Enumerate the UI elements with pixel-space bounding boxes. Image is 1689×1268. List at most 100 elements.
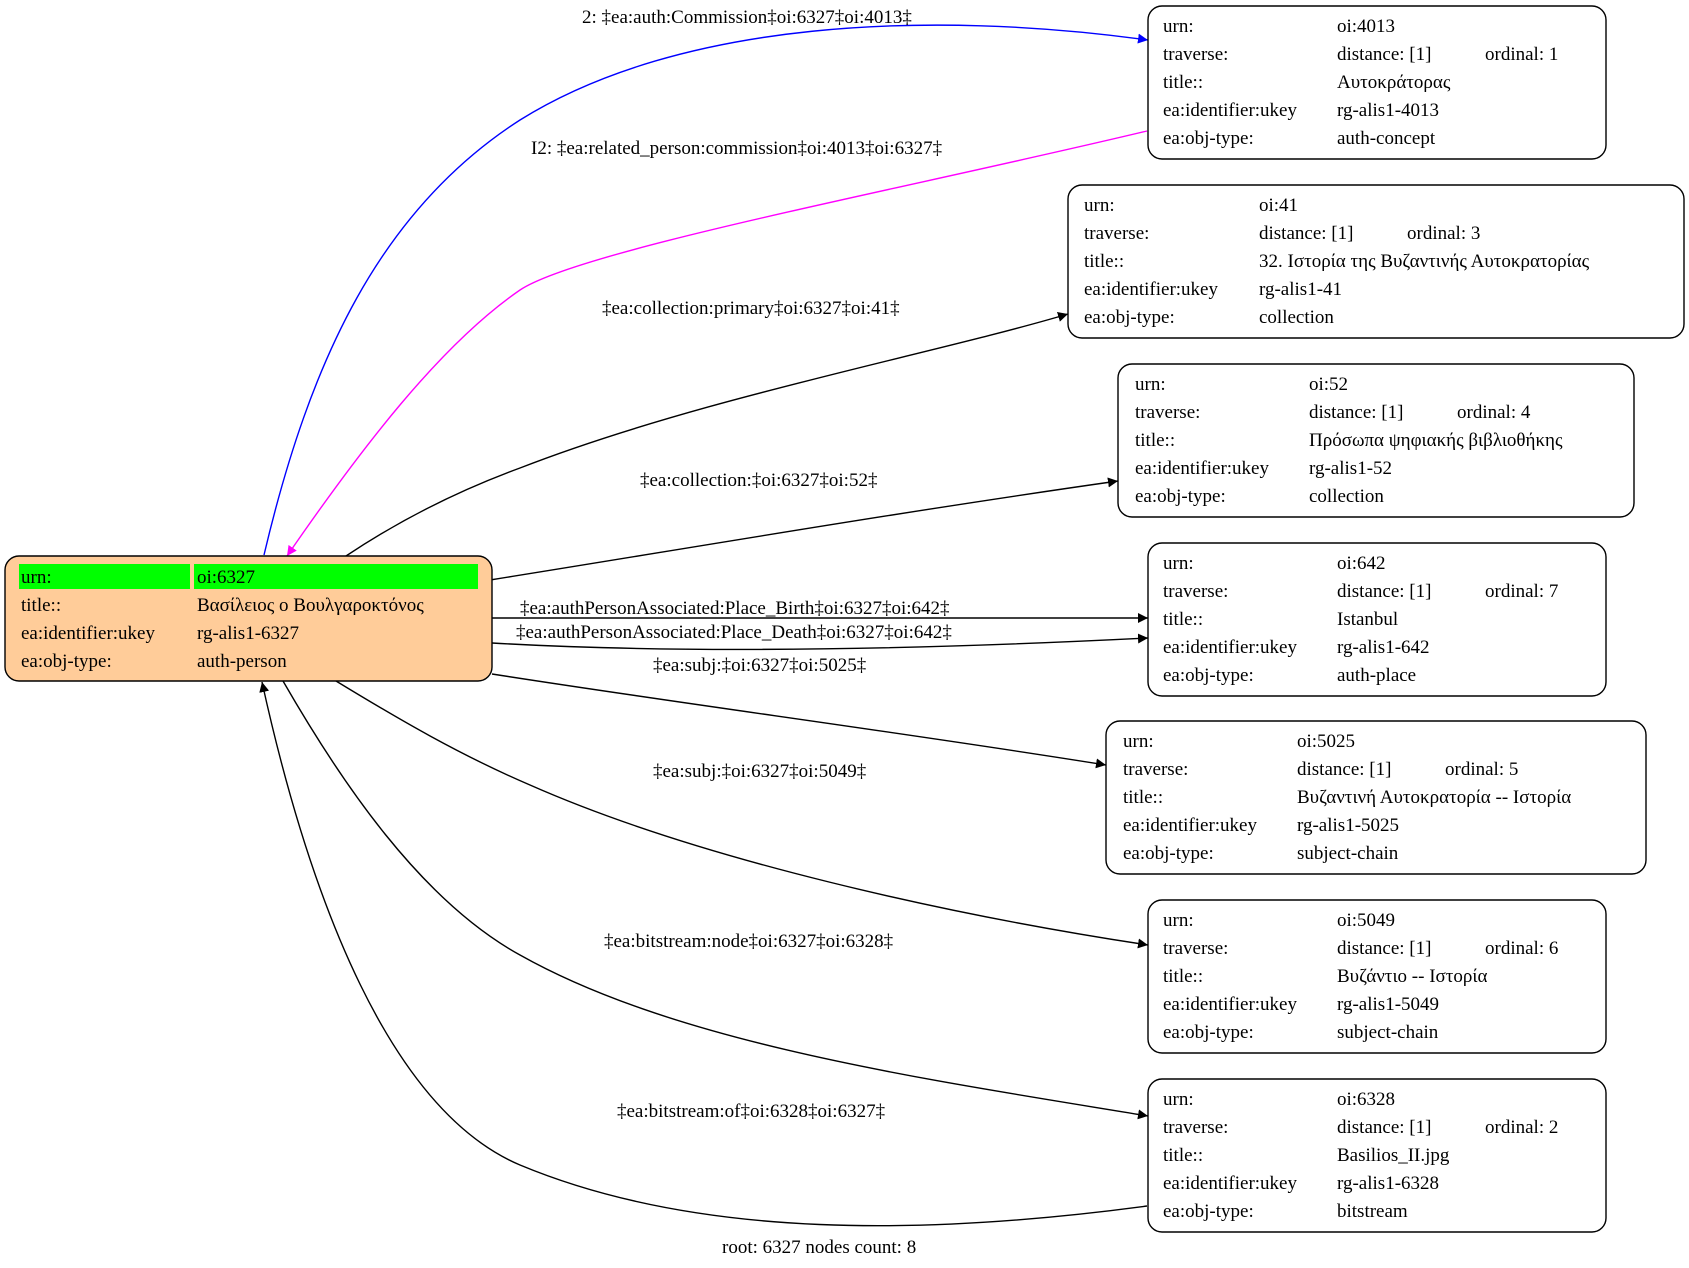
node-title-key: title::: [1123, 787, 1163, 808]
node-ukey-value: rg-alis1-5049: [1337, 994, 1439, 1015]
node-title-value: Βυζαντινή Αυτοκρατορία -- Ιστορία: [1297, 787, 1571, 808]
edge-label-subj-5025: ‡ea:subj:‡oi:6327‡oi:5025‡: [653, 655, 866, 676]
node-objtype-value: bitstream: [1337, 1201, 1408, 1222]
node-urn-value: oi:41: [1259, 195, 1298, 216]
node-ukey-value: rg-alis1-642: [1337, 637, 1430, 658]
node-ukey-value: rg-alis1-5025: [1297, 815, 1399, 836]
node-urn-value: oi:5049: [1337, 910, 1395, 931]
node-urn-key: urn:: [1084, 195, 1115, 216]
root-urn-value: oi:6327: [197, 567, 255, 588]
node-ukey-value: rg-alis1-41: [1259, 279, 1342, 300]
edge-bitstream-of: [259, 681, 1148, 1227]
node-traverse-value: distance: [1]: [1337, 581, 1431, 602]
node-traverse-key: traverse:: [1123, 759, 1188, 780]
node-title-key: title::: [1135, 430, 1175, 451]
node-box: [1117, 363, 1635, 518]
node-urn-value: oi:5025: [1297, 731, 1355, 752]
node-title-value: Αυτοκράτορας: [1337, 72, 1451, 93]
node-traverse-value: distance: [1]: [1297, 759, 1391, 780]
node-box: [1067, 184, 1685, 339]
root-node[interactable]: urn: oi:6327 title:: Βασίλειος ο Βουλγαρ…: [4, 555, 493, 682]
graph-caption: root: 6327 nodes count: 8: [722, 1237, 916, 1258]
node-ordinal-value: ordinal: 3: [1407, 223, 1480, 244]
node-ukey-key: ea:identifier:ukey: [1163, 637, 1297, 658]
node-ordinal-value: ordinal: 2: [1485, 1117, 1558, 1138]
node-ukey-key: ea:identifier:ukey: [1163, 100, 1297, 121]
node-ukey-key: ea:identifier:ukey: [1084, 279, 1218, 300]
node-objtype-key: ea:obj-type:: [1135, 486, 1226, 507]
node-urn-value: oi:52: [1309, 374, 1348, 395]
node-urn-key: urn:: [1163, 16, 1194, 37]
edge-collection: [489, 477, 1119, 581]
node-objtype-key: ea:obj-type:: [1163, 665, 1254, 686]
node-traverse-value: distance: [1]: [1337, 44, 1431, 65]
node-urn-key: urn:: [1135, 374, 1166, 395]
node-title-value: 32. Ιστορία της Βυζαντινής Αυτοκρατορίας: [1259, 251, 1590, 272]
node-box: [1105, 720, 1647, 875]
node-box: [1147, 899, 1607, 1054]
node-objtype-value: auth-concept: [1337, 128, 1436, 149]
node-urn-key: urn:: [1163, 1089, 1194, 1110]
node-ordinal-value: ordinal: 4: [1457, 402, 1531, 423]
root-ukey-key: ea:identifier:ukey: [21, 623, 155, 644]
edge-label-auth-commission: 2: ‡ea:auth:Commission‡oi:6327‡oi:4013‡: [582, 7, 912, 28]
node-box: [1147, 542, 1607, 697]
edge-bitstream-node: [282, 680, 1149, 1120]
root-urn-value-highlight: [194, 564, 478, 589]
edge-label-related-person-commission: I2: ‡ea:related_person:commission‡oi:401…: [531, 138, 942, 159]
node-ukey-value: rg-alis1-6328: [1337, 1173, 1439, 1194]
node-title-key: title::: [1084, 251, 1124, 272]
edge-auth-commission: [263, 24, 1149, 556]
node-urn-key: urn:: [1123, 731, 1154, 752]
node-urn-value: oi:4013: [1337, 16, 1395, 37]
edge-collection-primary: [345, 312, 1069, 557]
root-objtype-value: auth-person: [197, 651, 287, 672]
node-oi-5049[interactable]: urn: oi:5049 traverse: distance: [1] ordinal…: [1147, 899, 1607, 1054]
node-traverse-value: distance: [1]: [1337, 938, 1431, 959]
node-oi-6328[interactable]: urn: oi:6328 traverse: distance: [1] ordinal…: [1147, 1078, 1607, 1233]
node-traverse-value: distance: [1]: [1309, 402, 1403, 423]
node-title-value: Istanbul: [1337, 609, 1398, 630]
edge-subj-5049: [335, 680, 1149, 949]
child-nodes: urn: oi:4013 traverse: distance: [1] ordinal…: [1067, 5, 1685, 1233]
node-objtype-value: collection: [1309, 486, 1384, 507]
node-title-key: title::: [1163, 966, 1203, 987]
node-title-value: Βυζάντιο -- Ιστορία: [1337, 966, 1488, 987]
node-ukey-key: ea:identifier:ukey: [1135, 458, 1269, 479]
node-ukey-key: ea:identifier:ukey: [1123, 815, 1257, 836]
node-urn-key: urn:: [1163, 553, 1194, 574]
edge-label-place-death: ‡ea:authPersonAssociated:Place_Death‡oi:…: [516, 622, 952, 643]
root-title-value: Βασίλειος ο Βουλγαροκτόνος: [197, 595, 424, 616]
edge-label-bitstream-node: ‡ea:bitstream:node‡oi:6327‡oi:6328‡: [604, 931, 893, 952]
node-ukey-value: rg-alis1-52: [1309, 458, 1392, 479]
node-objtype-key: ea:obj-type:: [1084, 307, 1175, 328]
node-objtype-value: subject-chain: [1297, 843, 1399, 864]
node-traverse-value: distance: [1]: [1337, 1117, 1431, 1138]
root-title-key: title::: [21, 595, 61, 616]
root-urn-key: urn:: [21, 567, 52, 588]
node-ordinal-value: ordinal: 6: [1485, 938, 1558, 959]
node-traverse-key: traverse:: [1163, 1117, 1228, 1138]
node-title-value: Πρόσωπα ψηφιακής βιβλιοθήκης: [1309, 430, 1563, 451]
node-box: [1147, 1078, 1607, 1233]
node-traverse-key: traverse:: [1084, 223, 1149, 244]
node-urn-value: oi:6328: [1337, 1089, 1395, 1110]
edge-label-collection: ‡ea:collection:‡oi:6327‡oi:52‡: [640, 470, 877, 491]
root-objtype-key: ea:obj-type:: [21, 651, 112, 672]
edges-layer: [259, 24, 1149, 1227]
node-box: [1147, 5, 1607, 160]
root-ukey-value: rg-alis1-6327: [197, 623, 299, 644]
node-objtype-value: subject-chain: [1337, 1022, 1439, 1043]
node-objtype-value: auth-place: [1337, 665, 1416, 686]
edge-place-death: [491, 633, 1149, 651]
node-traverse-key: traverse:: [1163, 938, 1228, 959]
node-urn-key: urn:: [1163, 910, 1194, 931]
node-traverse-key: traverse:: [1163, 581, 1228, 602]
node-objtype-key: ea:obj-type:: [1163, 1201, 1254, 1222]
